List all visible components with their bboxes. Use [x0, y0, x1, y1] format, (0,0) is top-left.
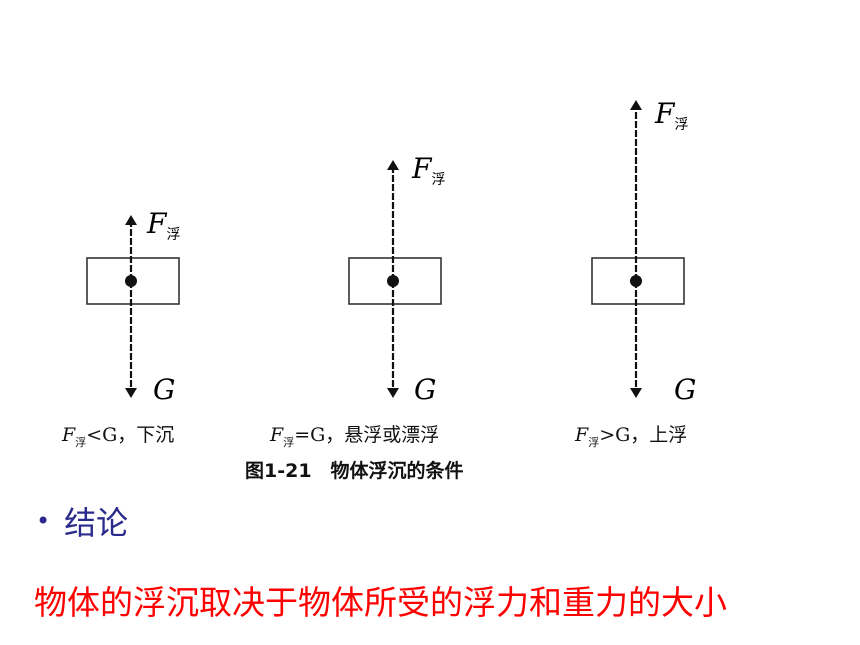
buoyancy-label: F浮 — [146, 207, 180, 243]
object-box — [86, 257, 180, 305]
figure-caption: 图1-21 物体浮沉的条件 — [245, 460, 464, 482]
bullet-marker: • — [36, 507, 51, 535]
gravity-label: G — [414, 373, 436, 406]
condition-sink: F浮<G，下沉 — [62, 424, 175, 449]
conclusion-text: 物体的浮沉取决于物体所受的浮力和重力的大小 — [34, 583, 727, 622]
scene-suspend: F浮 G — [348, 152, 445, 406]
scene-sink: F浮 G — [86, 207, 180, 406]
object-box — [591, 257, 685, 305]
gravity-label: G — [674, 373, 696, 406]
buoyancy-label: F浮 — [654, 97, 688, 133]
condition-float: F浮>G，上浮 — [575, 424, 688, 449]
center-of-mass-dot — [387, 275, 399, 287]
object-box — [348, 257, 442, 305]
scene-float: F浮 G — [591, 97, 696, 406]
center-of-mass-dot — [630, 275, 642, 287]
condition-suspend: F浮=G，悬浮或漂浮 — [270, 424, 440, 449]
bullet-heading: 结论 — [64, 504, 129, 542]
force-diagram: F浮 G F浮 G F浮 G — [86, 97, 696, 406]
conditions-row: F浮<G，下沉 F浮=G，悬浮或漂浮 F浮>G，上浮 — [0, 420, 860, 450]
bullet-item: • 结论 — [36, 498, 128, 544]
center-of-mass-dot — [125, 275, 137, 287]
gravity-label: G — [153, 373, 175, 406]
buoyancy-label: F浮 — [411, 152, 445, 188]
